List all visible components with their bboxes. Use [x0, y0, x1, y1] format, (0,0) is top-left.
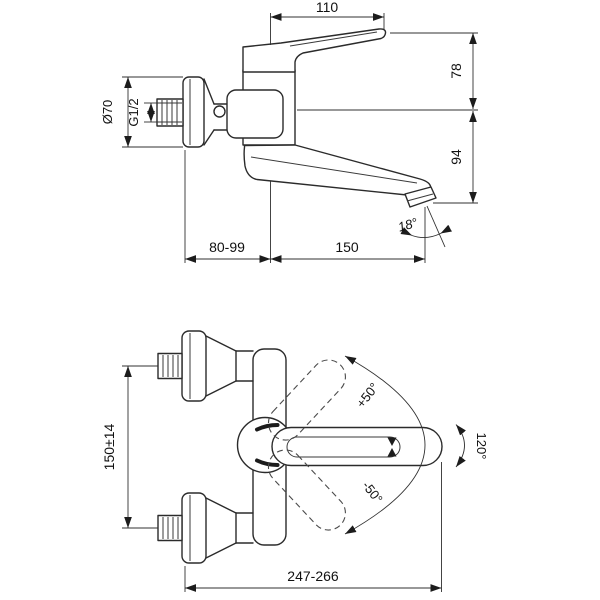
- plan-faucet-body: [157, 330, 443, 564]
- dim-label-height-upper: 78: [448, 63, 464, 79]
- escutcheon: [182, 76, 205, 148]
- set-screw: [213, 105, 226, 118]
- side-faucet-body: [156, 28, 437, 208]
- grip-mark-bottom: [255, 458, 280, 467]
- union-nut: [226, 89, 284, 139]
- lever-slot: [286, 436, 401, 458]
- dim-inlet-spacing: 150±14: [101, 365, 158, 529]
- dim-overall-depth: 247-266: [184, 462, 442, 592]
- dim-flange: Ø70 G1/2: [100, 76, 183, 148]
- dim-label-overall-depth: 247-266: [287, 568, 339, 584]
- dim-110: 110: [270, 0, 385, 45]
- cone-bottom: [203, 129, 215, 146]
- dim-bottom: 80-99 150: [184, 150, 426, 263]
- aerator-line: [406, 193, 434, 202]
- dim-handle-arc: 120°: [455, 424, 489, 468]
- dim-label-handle-length: 110: [316, 0, 339, 15]
- side-view: 110 78 94 Ø70 G1/2: [100, 0, 478, 263]
- cone-top: [203, 78, 215, 105]
- slot-arrow-bottom: [387, 448, 397, 457]
- handle-edge-line: [289, 31, 378, 47]
- dim-label-inlet-spacing: 150±14: [101, 423, 117, 470]
- dim-spout-angle: 18°: [396, 205, 452, 248]
- handle-position-plus50: [267, 359, 346, 441]
- dim-label-rotation-up: +50°: [353, 380, 382, 411]
- escutcheon-top: [181, 330, 207, 402]
- dim-label-spout-reach: 150: [335, 239, 359, 255]
- dim-78-94: 78 94: [297, 32, 478, 204]
- slot-arrow-top: [387, 437, 397, 446]
- dim-label-rotation-down: -50°: [359, 478, 386, 506]
- escutcheon-bottom: [181, 492, 207, 564]
- dim-label-thread-size: G1/2: [126, 98, 141, 126]
- plan-view: +50° -50° 120° 150±14 247-266: [101, 330, 489, 592]
- handle-lever: [242, 28, 387, 73]
- handle-position-minus50: [267, 449, 346, 531]
- dim-label-flange-diameter: Ø70: [100, 100, 115, 125]
- spout-edge-line: [250, 156, 418, 184]
- grip-mark-top: [255, 423, 280, 432]
- dim-label-height-lower: 94: [448, 149, 464, 165]
- handle-lever-plan: [271, 426, 443, 467]
- dim-label-handle-arc: 120°: [474, 433, 489, 460]
- dim-label-spout-angle: 18°: [396, 215, 419, 235]
- spout: [243, 144, 432, 196]
- dim-label-wall-clearance: 80-99: [209, 239, 245, 255]
